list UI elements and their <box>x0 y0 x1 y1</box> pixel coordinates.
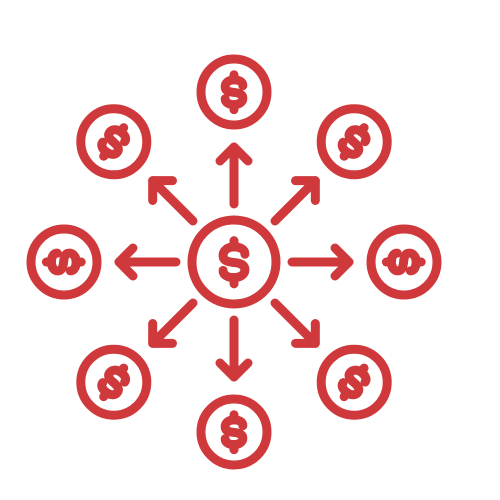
dollar-coin-icon-northwest <box>76 104 152 180</box>
dollar-coin-icon-north <box>196 54 272 130</box>
dollar-coin-icon-northeast <box>316 104 392 180</box>
arrow-icon <box>215 142 253 209</box>
arrow-icon <box>114 243 181 281</box>
dollar-coin-icon-southeast <box>316 344 392 420</box>
arrow-icon <box>287 243 354 281</box>
dollar-coin-icon-east <box>366 224 442 300</box>
arrow-icon <box>148 176 198 226</box>
dollar-coin-icon-south <box>196 394 272 470</box>
arrow-icon <box>215 315 253 382</box>
arrow-icon <box>270 176 320 226</box>
dollar-coin-icon-west <box>26 224 102 300</box>
dollar-coin-icon-southwest <box>76 344 152 420</box>
arrow-icon <box>148 298 198 348</box>
dollar-coin-icon <box>187 215 281 309</box>
arrow-icon <box>270 298 320 348</box>
